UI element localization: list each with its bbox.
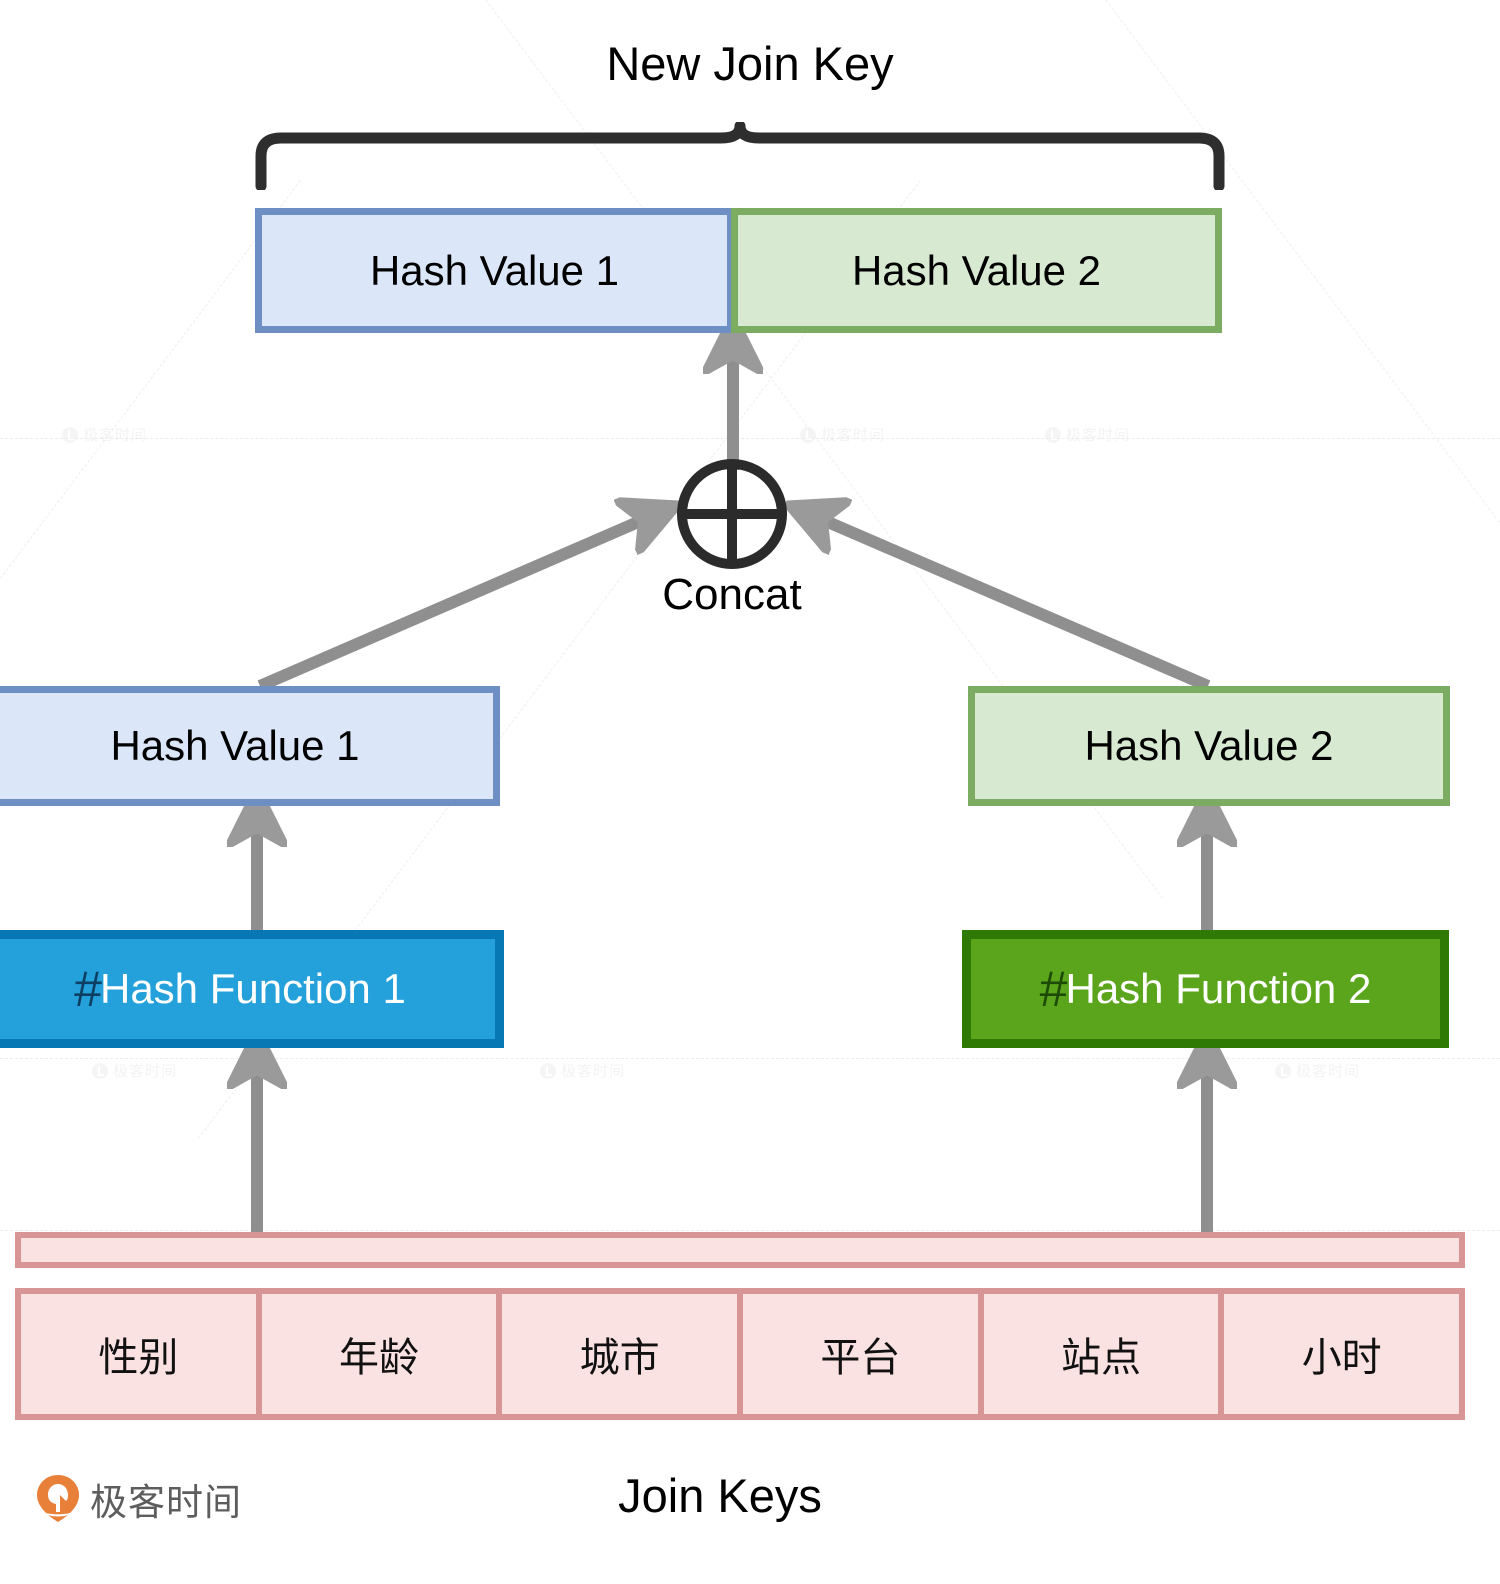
hash-value-2-box[interactable]: Hash Value 2 [968, 686, 1450, 806]
concat-plus-circle-icon[interactable] [674, 456, 790, 572]
concat-label: Concat [662, 570, 802, 619]
hash-value-label: Hash Value 2 [1084, 722, 1334, 769]
hash-value-1-box[interactable]: Hash Value 1 [0, 686, 500, 806]
geektime-logo-icon [37, 1475, 79, 1522]
hash-function-1-box[interactable]: # Hash Function 1 [0, 930, 504, 1048]
hash-function-2-box[interactable]: # Hash Function 2 [962, 930, 1449, 1048]
join-key-label: 小时 [1301, 1336, 1382, 1380]
geektime-logo-text: 极客时间 [90, 1482, 242, 1523]
hash-value-label: Hash Value 1 [110, 722, 360, 769]
hash-symbol-icon: # [74, 961, 102, 1017]
join-key-label: 站点 [1061, 1336, 1142, 1380]
join-key-cell[interactable]: 站点 [984, 1294, 1225, 1414]
join-key-cell[interactable]: 平台 [743, 1294, 984, 1414]
join-keys-table: 性别 年龄 城市 平台 站点 小时 [15, 1288, 1465, 1420]
join-key-cell[interactable]: 年龄 [262, 1294, 503, 1414]
join-key-cell[interactable]: 性别 [21, 1294, 262, 1414]
new-join-key-segment-hash-value-2[interactable]: Hash Value 2 [731, 208, 1222, 333]
join-key-label: 平台 [820, 1336, 901, 1380]
geektime-logo: 极客时间 [36, 1472, 242, 1526]
segment-label: Hash Value 2 [851, 246, 1102, 294]
join-key-label: 年龄 [339, 1336, 419, 1380]
hash-function-label: Hash Function 1 [99, 965, 406, 1012]
segment-label: Hash Value 1 [369, 246, 620, 294]
join-key-cell[interactable]: 城市 [502, 1294, 744, 1414]
join-keys-title: Join Keys [618, 1469, 822, 1522]
hash-function-label: Hash Function 2 [1065, 965, 1372, 1012]
new-join-key-title: New Join Key [606, 37, 894, 90]
join-key-label: 性别 [98, 1336, 179, 1380]
new-join-key-segment-hash-value-1[interactable]: Hash Value 1 [255, 208, 734, 333]
hash-symbol-icon: # [1039, 961, 1068, 1017]
join-key-cell[interactable]: 小时 [1224, 1294, 1459, 1414]
curly-brace [255, 122, 1225, 190]
join-keys-header-strip [15, 1232, 1465, 1268]
join-key-label: 城市 [579, 1336, 660, 1380]
